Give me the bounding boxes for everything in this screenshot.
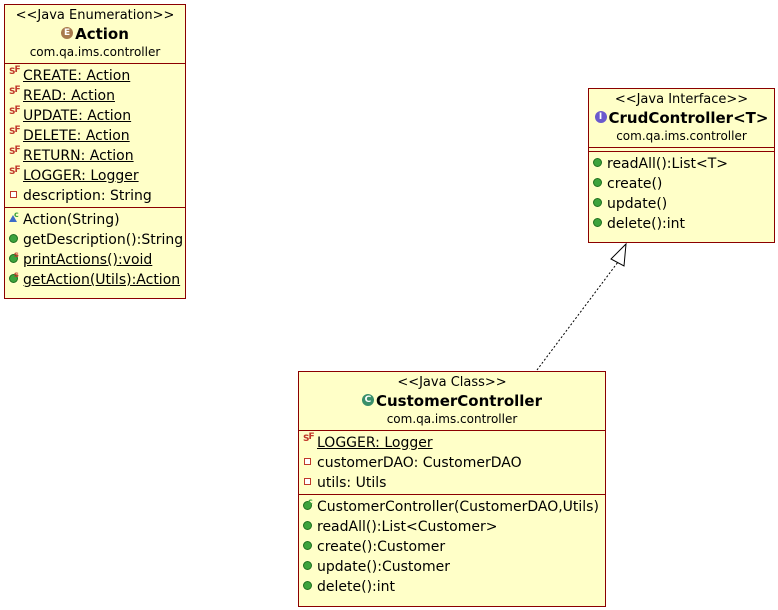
static-method-icon: s [9,270,23,290]
enum-icon: E [61,26,74,39]
action-stereotype: <<Java Enumeration>> [15,8,175,23]
private-field-icon [303,473,317,493]
constructor-icon: c [303,497,317,517]
field-row: description: String [9,186,185,206]
customer-package: com.qa.ims.controller [386,412,518,426]
public-method-icon [303,537,317,557]
method-row: create():Customer [303,537,605,557]
method-row: readAll():List<Customer> [303,517,605,537]
field-row: utils: Utils [303,473,605,493]
crud-package: com.qa.ims.controller [616,129,747,143]
method-row: delete():int [303,577,605,597]
realization-arrowhead [610,242,627,267]
method-row: delete():int [593,214,774,234]
method-row: update() [593,194,774,214]
action-package: com.qa.ims.controller [29,45,161,59]
public-method-icon [303,577,317,597]
method-row: update():Customer [303,557,605,577]
method-row: create() [593,174,774,194]
public-method-icon [593,214,607,234]
action-name: Action [75,25,129,43]
public-method-icon [593,194,607,214]
method-row: getDescription():String [9,230,185,250]
public-method-icon [593,174,607,194]
class-icon: C [361,393,374,406]
static-method-icon: s [9,250,23,270]
crud-stereotype: <<Java Interface>> [614,92,749,107]
field-row: customerDAO: CustomerDAO [303,453,605,473]
interface-icon: I [594,110,607,123]
method-row: readAll():List<T> [593,154,774,174]
realization-line [536,261,619,371]
customer-name: CustomerController [375,392,542,410]
private-field-icon [9,186,23,206]
constructor-icon: c [9,210,23,230]
public-method-icon [9,230,23,250]
customer-stereotype: <<Java Class>> [397,375,507,390]
private-field-icon [303,453,317,473]
public-method-icon [303,517,317,537]
crud-name: CrudController<T> [608,109,769,127]
public-method-icon [303,557,317,577]
crud-methods: readAll():List<T> create() update() dele… [589,151,774,235]
public-method-icon [593,154,607,174]
